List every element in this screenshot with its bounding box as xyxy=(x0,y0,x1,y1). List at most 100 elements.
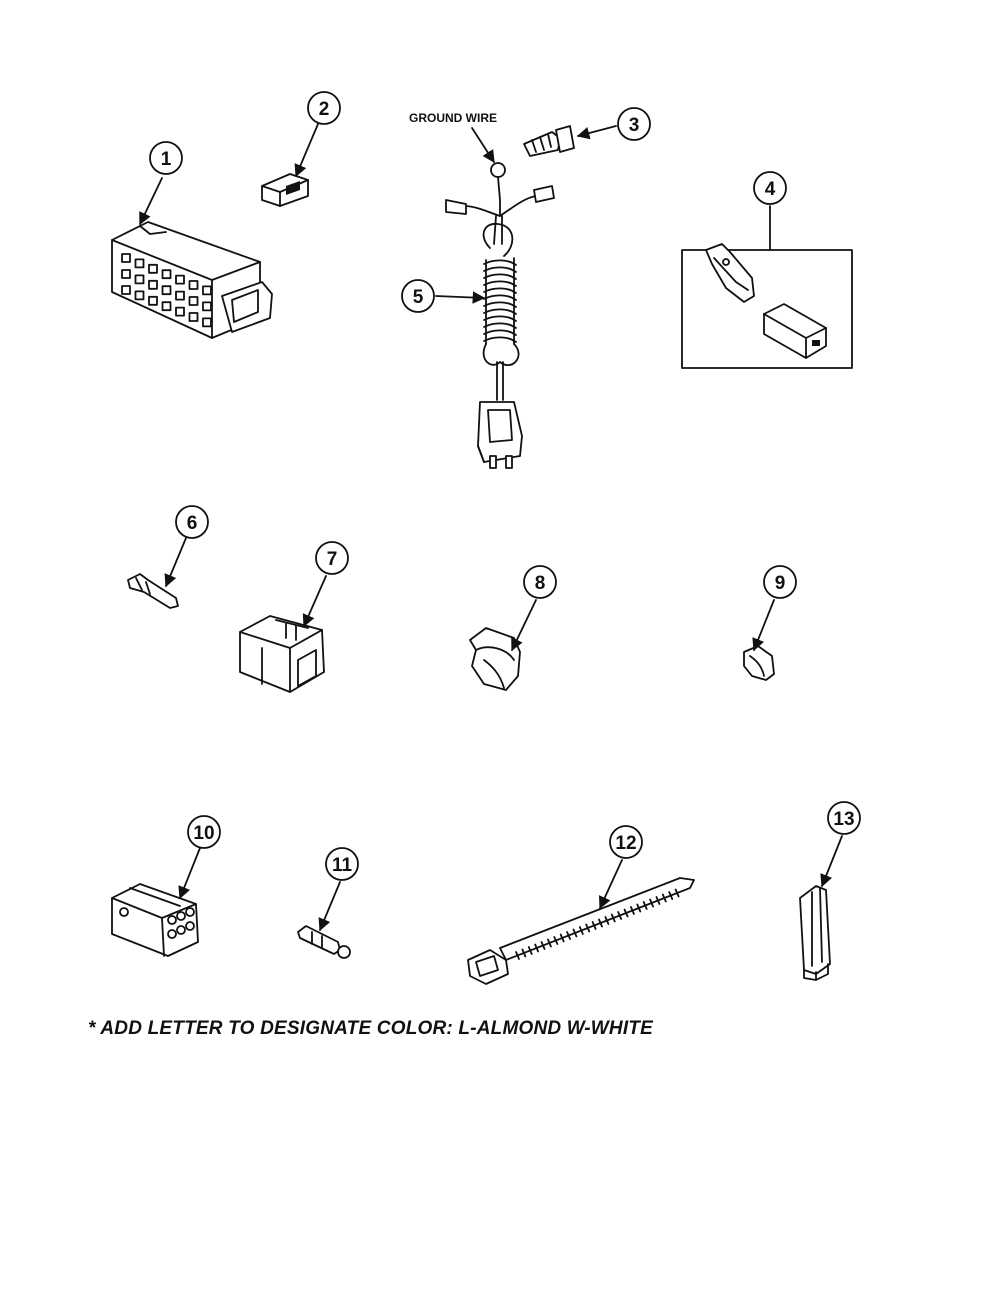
part-6-leader xyxy=(164,537,187,588)
tie-ridge xyxy=(553,936,559,945)
part-13-bracket xyxy=(799,885,831,981)
pin-socket xyxy=(148,279,158,290)
part-10-leader xyxy=(178,847,201,900)
ground-wire-leader xyxy=(471,127,495,164)
coil-wrap xyxy=(483,301,517,308)
callout-9-number: 9 xyxy=(775,573,786,594)
tie-ridge xyxy=(578,926,584,935)
part-13-leader xyxy=(820,835,843,888)
coil-wrap xyxy=(483,308,517,315)
callout-2: 2 xyxy=(307,91,341,125)
callout-10: 10 xyxy=(187,815,221,849)
pin-socket xyxy=(134,274,145,285)
tie-ridge xyxy=(534,943,540,953)
pin-socket xyxy=(188,312,199,322)
pin-socket xyxy=(175,290,185,301)
callout-7-number: 7 xyxy=(327,549,338,570)
pin-socket xyxy=(161,269,172,280)
callout-2-number: 2 xyxy=(319,99,330,120)
callout-7: 7 xyxy=(315,541,349,575)
coil-wrap xyxy=(483,315,517,322)
tie-ridge xyxy=(521,948,527,958)
pin-socket xyxy=(188,280,199,290)
coil-wrap xyxy=(483,259,517,266)
tie-ridge xyxy=(642,901,648,910)
pin-socket xyxy=(121,285,131,295)
part-2-clip xyxy=(261,173,309,207)
pin-socket xyxy=(175,274,185,285)
part-2-leader xyxy=(294,123,319,178)
part-9-leader xyxy=(752,599,775,652)
part-7-leader xyxy=(302,575,327,628)
pin-socket xyxy=(202,301,212,312)
callout-4: 4 xyxy=(753,171,787,205)
pin-socket xyxy=(148,295,158,306)
part-5-power-cord xyxy=(445,162,555,469)
pin-socket xyxy=(185,907,195,917)
tie-ridge xyxy=(636,903,642,913)
part-12-cable-tie xyxy=(467,877,695,985)
pin-socket xyxy=(121,269,131,279)
callout-12: 12 xyxy=(609,825,643,859)
callout-11-number: 11 xyxy=(332,855,353,876)
coil-wrap xyxy=(483,329,517,336)
pin-socket xyxy=(148,263,158,274)
callout-6-number: 6 xyxy=(187,513,198,534)
part-10-connector xyxy=(111,883,199,957)
coil-wrap xyxy=(483,294,517,301)
part-4-terminal-kit xyxy=(681,205,853,369)
pin-socket xyxy=(134,290,145,301)
callout-13: 13 xyxy=(827,801,861,835)
callout-13-number: 13 xyxy=(833,809,854,830)
coil-wrap xyxy=(483,273,517,280)
callout-12-number: 12 xyxy=(615,833,636,854)
tie-ridge xyxy=(527,946,533,955)
callout-8-number: 8 xyxy=(535,573,546,594)
pin-socket xyxy=(202,285,212,296)
tie-ridge xyxy=(604,916,610,925)
tie-ridge xyxy=(540,941,546,950)
pin-socket xyxy=(175,306,185,317)
pin-socket xyxy=(167,929,177,939)
part-11-leader xyxy=(318,881,341,932)
tie-ridge xyxy=(598,918,603,928)
tie-ridge xyxy=(572,928,578,938)
callout-5-number: 5 xyxy=(413,287,424,308)
pin-socket xyxy=(185,921,195,931)
coil-wrap xyxy=(483,287,517,294)
pin-socket xyxy=(176,925,186,935)
pin-socket xyxy=(161,301,172,312)
coil-wrap xyxy=(483,336,517,343)
color-footnote: * ADD LETTER TO DESIGNATE COLOR: L-ALMON… xyxy=(88,1018,653,1039)
tie-ridge xyxy=(515,951,520,960)
tie-ridge xyxy=(674,888,680,898)
tie-ridge xyxy=(610,913,616,923)
pin-socket xyxy=(161,285,172,296)
pin-socket xyxy=(188,296,199,306)
tie-ridge xyxy=(566,931,571,940)
tie-ridge xyxy=(591,921,597,930)
part-12-leader xyxy=(598,859,623,910)
callout-1: 1 xyxy=(149,141,183,175)
part-11-terminal xyxy=(297,925,351,959)
tie-ridge xyxy=(623,908,629,918)
callout-8: 8 xyxy=(523,565,557,599)
ground-wire-label: GROUND WIRE xyxy=(409,111,497,125)
pin-socket xyxy=(202,317,212,328)
part-8-clip xyxy=(469,627,521,691)
part-6-terminal xyxy=(127,573,179,609)
pin-socket xyxy=(176,911,186,921)
tie-ridge xyxy=(655,896,661,905)
pin-socket xyxy=(134,258,145,269)
tie-ridge xyxy=(585,923,591,933)
part-7-housing xyxy=(239,615,325,693)
part-9-clip xyxy=(743,645,775,681)
callout-1-number: 1 xyxy=(161,149,172,170)
callout-11: 11 xyxy=(325,847,359,881)
coil-wrap xyxy=(483,280,517,287)
tie-ridge xyxy=(630,906,635,915)
part-8-leader xyxy=(511,599,537,652)
part-5-leader xyxy=(435,291,486,304)
tie-ridge xyxy=(661,893,667,903)
